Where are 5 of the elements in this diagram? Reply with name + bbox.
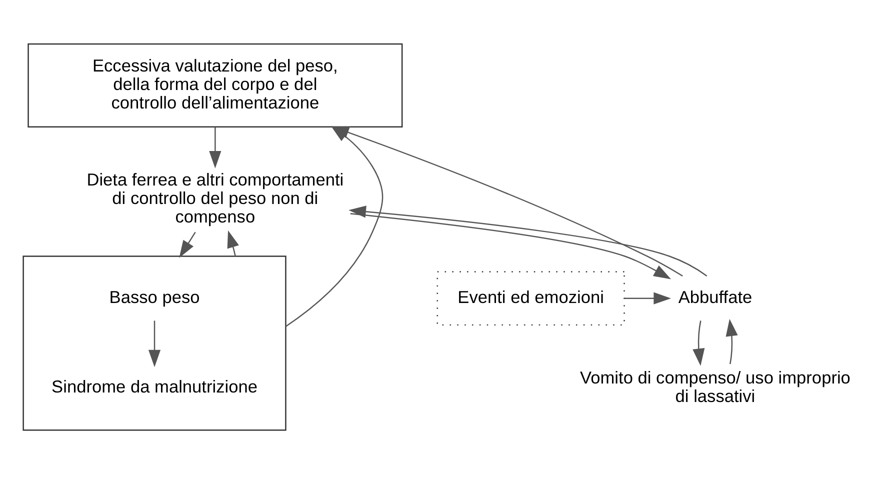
node-text: Dieta ferrea e altri comportamenti di controllo del peso non di compenso [86, 168, 344, 226]
node-text: Sindrome da malnutrizione [52, 376, 258, 396]
node-text: Basso peso [109, 286, 200, 306]
node-text: Vomito di compenso/ uso improprio di lassativi [580, 366, 850, 406]
node-text: Abbuffate [678, 286, 752, 306]
